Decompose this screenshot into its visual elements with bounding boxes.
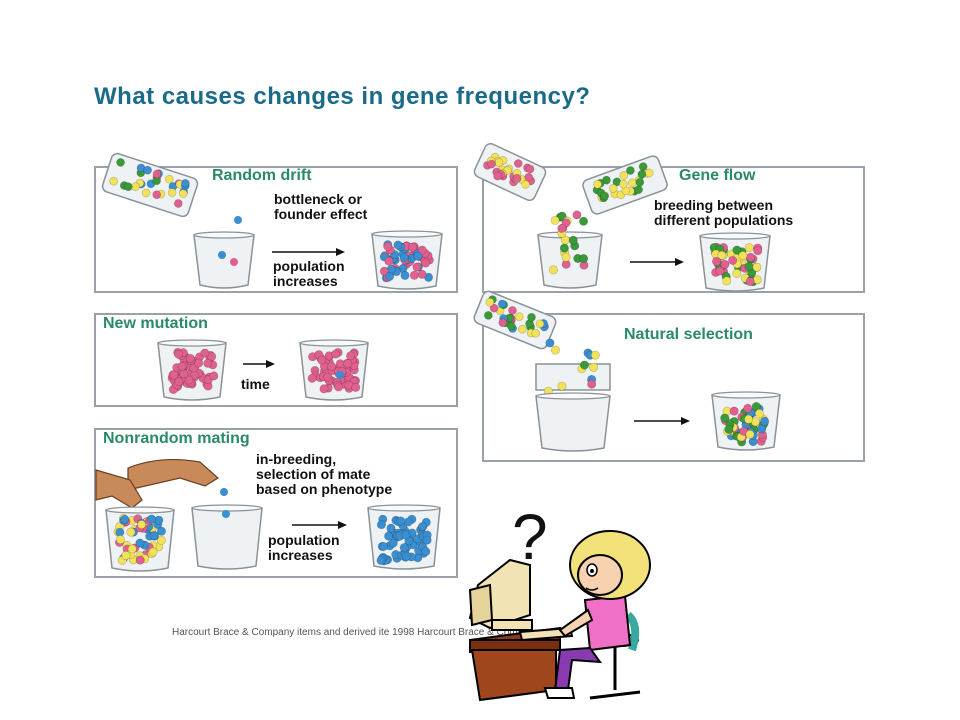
gene-flow-note: breeding between different populations <box>654 197 794 228</box>
random-drift-title: Random drift <box>212 167 312 184</box>
panel-new-mutation <box>94 313 458 407</box>
gene-flow-beaker-a <box>473 142 547 202</box>
nonrandom-mating-result: population increases <box>268 532 340 563</box>
gene-flow-beaker-mix <box>537 234 603 289</box>
copyright-text: Harcourt Brace & Company items and deriv… <box>172 627 540 638</box>
selection-filter <box>535 363 611 391</box>
new-mutation-title: New mutation <box>103 315 208 332</box>
random-drift-note: bottleneck or founder effect <box>274 191 368 222</box>
selection-beaker-lower <box>535 395 611 452</box>
page-title: What causes changes in gene frequency? <box>94 83 591 110</box>
new-mutation-note: time <box>241 376 270 392</box>
nonrandom-mating-note: in-breeding, selection of mate based on … <box>256 451 393 497</box>
selection-pouring-beaker <box>473 290 557 350</box>
random-drift-result: population increases <box>273 258 345 289</box>
gene-flow-beaker-b <box>582 155 668 215</box>
drift-pouring-beaker <box>101 152 199 218</box>
natural-selection-title: Natural selection <box>624 326 753 343</box>
mating-beaker-empty <box>191 507 263 570</box>
drift-beaker-small <box>193 234 255 289</box>
nonrandom-mating-title: Nonrandom mating <box>103 430 250 447</box>
gene-flow-title: Gene flow <box>679 167 756 184</box>
hand-right <box>127 458 220 491</box>
